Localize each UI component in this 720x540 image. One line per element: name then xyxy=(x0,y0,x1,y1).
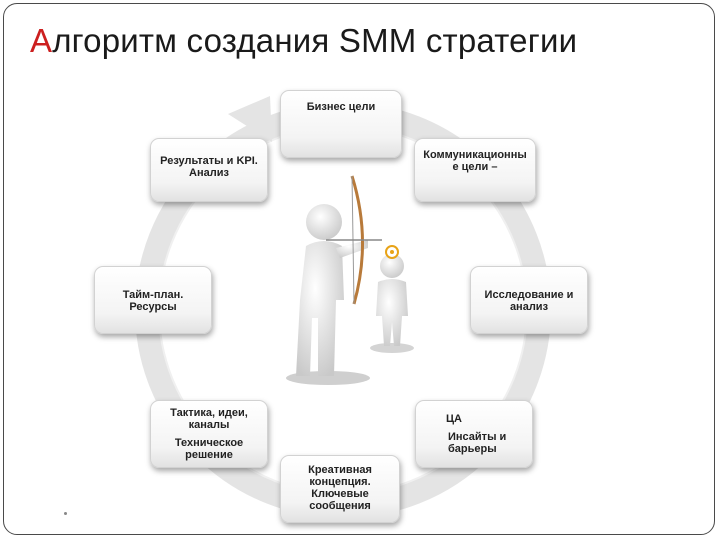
step-label: барьеры xyxy=(448,443,497,455)
step-label: анализ xyxy=(509,301,549,313)
step-label: Техническое xyxy=(174,437,244,449)
step-label: Тайм-план. xyxy=(122,289,184,301)
step-business-goals: Бизнес цели xyxy=(280,90,402,158)
step-label: Анализ xyxy=(189,167,229,179)
step-label: Коммуникационны xyxy=(423,149,527,161)
step-label: Ключевые xyxy=(311,488,369,500)
step-label: каналы xyxy=(188,419,230,431)
slide-frame xyxy=(3,3,715,535)
step-label: ЦА xyxy=(446,413,462,425)
step-research: Исследование и анализ xyxy=(470,266,588,334)
step-creative: Креативная концепция. Ключевые сообщения xyxy=(280,455,400,523)
title-first-letter: А xyxy=(30,22,53,59)
step-label: Инсайты и xyxy=(448,431,507,443)
step-tactics: Тактика, идеи, каналы Техническое решени… xyxy=(150,400,268,468)
step-label: концепция. xyxy=(309,476,371,488)
step-label: сообщения xyxy=(309,500,371,512)
step-label: Ресурсы xyxy=(129,301,177,313)
step-label: решение xyxy=(185,449,233,461)
step-label: Исследование и xyxy=(484,289,574,301)
step-label: Бизнес цели xyxy=(306,101,376,113)
step-label: Креативная xyxy=(308,464,372,476)
step-label: Результаты и KPI. xyxy=(160,155,258,167)
step-label: е цели – xyxy=(452,161,498,173)
decorative-dot xyxy=(64,512,67,515)
step-timeplan: Тайм-план. Ресурсы xyxy=(94,266,212,334)
step-label: Тактика, идеи, xyxy=(170,407,248,419)
step-audience: ЦА Инсайты и барьеры xyxy=(415,400,533,468)
slide-title: Алгоритм создания SMM стратегии xyxy=(30,22,577,60)
step-communication-goals: Коммуникационны е цели – xyxy=(414,138,536,202)
step-results: Результаты и KPI. Анализ xyxy=(150,138,268,202)
title-text: лгоритм создания SMM стратегии xyxy=(52,22,578,59)
